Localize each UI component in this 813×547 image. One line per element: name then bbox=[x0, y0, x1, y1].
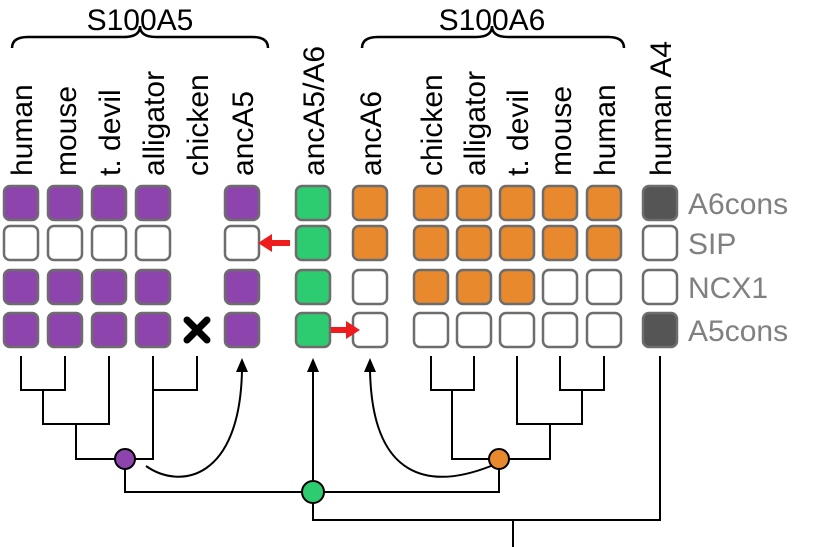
cell-7-1 bbox=[351, 224, 389, 262]
cell-10-1 bbox=[498, 224, 536, 262]
cell-13-3 bbox=[641, 311, 679, 349]
row-label-0: A6cons bbox=[688, 188, 788, 221]
cell-6-2 bbox=[294, 268, 332, 306]
cell-10-0 bbox=[498, 184, 536, 222]
cell-12-3 bbox=[585, 311, 623, 349]
column-label-3: alligator bbox=[138, 71, 171, 176]
tree-s100a6-clade bbox=[323, 356, 605, 493]
cell-13-2 bbox=[641, 268, 679, 306]
tree-root bbox=[312, 356, 661, 547]
cell-10-2 bbox=[498, 268, 536, 306]
arrowhead-anca6 bbox=[364, 358, 376, 372]
cell-8-1 bbox=[412, 224, 450, 262]
cell-9-1 bbox=[455, 224, 493, 262]
red-arrow-sip bbox=[258, 234, 290, 252]
cell-0-1 bbox=[2, 224, 40, 262]
group-label-s100a6: S100A6 bbox=[439, 4, 546, 37]
column-labels: human mouse t. devil alligator chicken ancA5 a… bbox=[6, 41, 678, 176]
cell-12-2 bbox=[585, 268, 623, 306]
cell-9-2 bbox=[455, 268, 493, 306]
column-label-1: mouse bbox=[50, 86, 83, 176]
column-label-6: ancA5/A6 bbox=[298, 46, 331, 176]
cell-2-3 bbox=[90, 311, 128, 349]
cell-0-3 bbox=[2, 311, 40, 349]
cell-7-0 bbox=[351, 184, 389, 222]
node-anca5a6 bbox=[301, 480, 325, 504]
cell-8-3 bbox=[412, 311, 450, 349]
cell-8-0 bbox=[412, 184, 450, 222]
column-label-7: ancA6 bbox=[355, 91, 388, 176]
cell-2-2 bbox=[90, 268, 128, 306]
absent-mark-4-3 bbox=[183, 316, 211, 344]
node-anca5 bbox=[114, 448, 136, 470]
column-label-5: ancA5 bbox=[227, 91, 260, 176]
cell-5-3 bbox=[223, 311, 261, 349]
cell-7-2 bbox=[351, 268, 389, 306]
cell-11-0 bbox=[541, 184, 579, 222]
column-label-2: t. devil bbox=[94, 89, 127, 176]
cell-3-0 bbox=[134, 184, 172, 222]
brace-s100a5 bbox=[10, 25, 270, 49]
row-label-2: NCX1 bbox=[688, 272, 768, 305]
column-label-0: human bbox=[6, 84, 39, 176]
cell-3-3 bbox=[134, 311, 172, 349]
cell-9-0 bbox=[455, 184, 493, 222]
cell-5-0 bbox=[223, 184, 261, 222]
cell-5-2 bbox=[223, 268, 261, 306]
cell-1-0 bbox=[46, 184, 84, 222]
brace-s100a6 bbox=[360, 25, 626, 49]
cell-1-1 bbox=[46, 224, 84, 262]
cell-6-3 bbox=[294, 311, 332, 349]
cell-0-0 bbox=[2, 184, 40, 222]
column-label-4: chicken bbox=[182, 74, 215, 176]
node-anca6 bbox=[488, 448, 510, 470]
column-label-13: human A4 bbox=[645, 41, 678, 176]
cell-8-2 bbox=[412, 268, 450, 306]
column-label-12: human bbox=[589, 84, 622, 176]
cell-9-3 bbox=[455, 311, 493, 349]
column-label-10: t. devil bbox=[502, 89, 535, 176]
cell-6-0 bbox=[294, 184, 332, 222]
cell-11-3 bbox=[541, 311, 579, 349]
arrowhead-anca5 bbox=[236, 358, 248, 372]
cell-12-1 bbox=[585, 224, 623, 262]
cell-1-2 bbox=[46, 268, 84, 306]
cell-10-3 bbox=[498, 311, 536, 349]
row-label-3: A5cons bbox=[688, 315, 788, 348]
cell-11-2 bbox=[541, 268, 579, 306]
cell-6-1 bbox=[294, 224, 332, 262]
cell-3-2 bbox=[134, 268, 172, 306]
cell-5-1 bbox=[223, 224, 261, 262]
column-label-8: chicken bbox=[416, 74, 449, 176]
cell-1-3 bbox=[46, 311, 84, 349]
tree-s100a5-clade bbox=[20, 356, 303, 493]
column-label-9: alligator bbox=[459, 71, 492, 176]
cell-13-1 bbox=[641, 224, 679, 262]
cell-0-2 bbox=[2, 268, 40, 306]
column-label-11: mouse bbox=[545, 86, 578, 176]
red-arrow-a5cons bbox=[331, 321, 360, 339]
feature-grid bbox=[2, 184, 679, 349]
cell-12-0 bbox=[585, 184, 623, 222]
group-label-s100a5: S100A5 bbox=[87, 4, 194, 37]
arrowhead-anca5a6 bbox=[307, 358, 319, 372]
cell-2-1 bbox=[90, 224, 128, 262]
cell-13-0 bbox=[641, 184, 679, 222]
curved-arrows bbox=[145, 369, 492, 480]
cell-3-1 bbox=[134, 224, 172, 262]
cell-11-1 bbox=[541, 224, 579, 262]
cell-2-0 bbox=[90, 184, 128, 222]
row-label-1: SIP bbox=[688, 228, 736, 261]
